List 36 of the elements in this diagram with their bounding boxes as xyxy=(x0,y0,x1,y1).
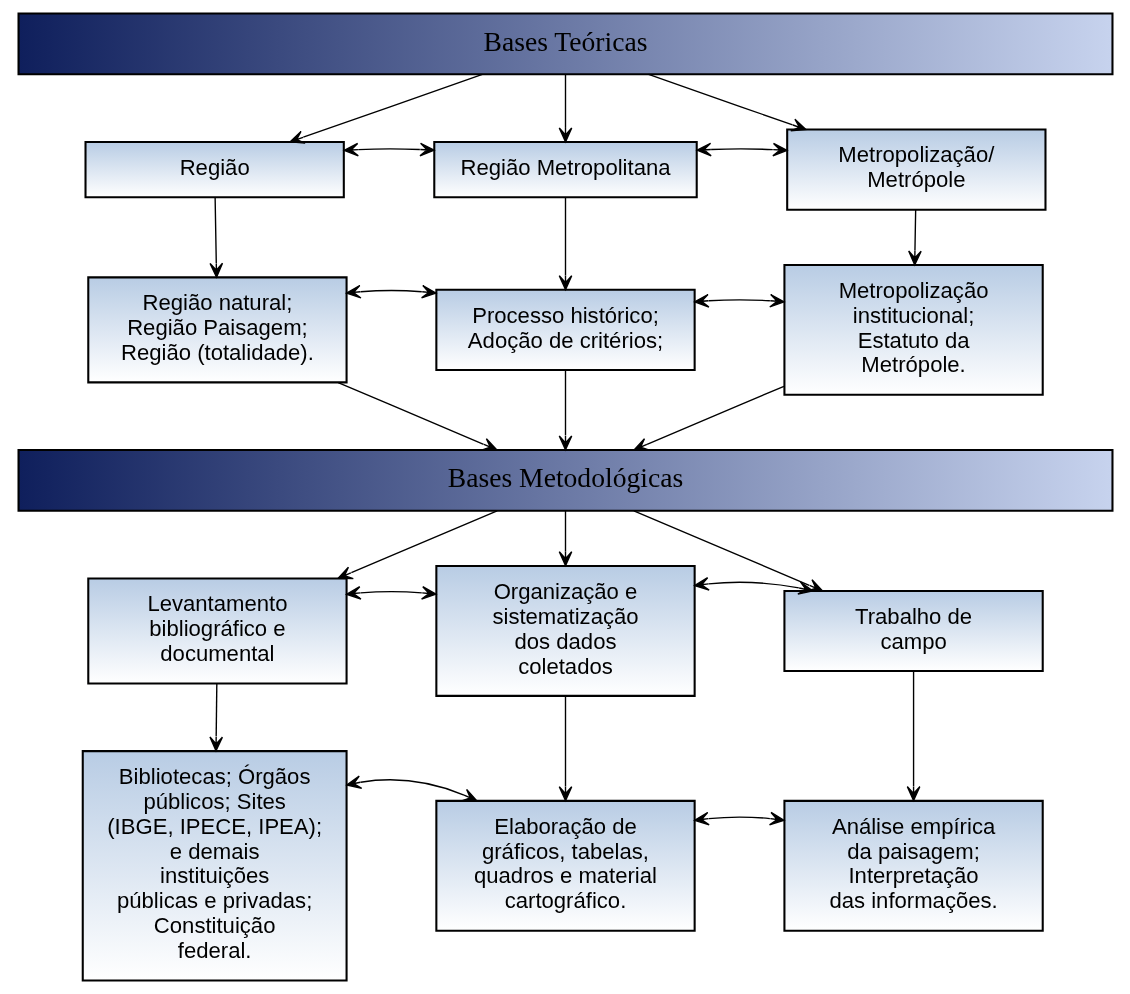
arrow xyxy=(693,811,785,826)
arrow xyxy=(558,695,572,802)
node-box: Levantamento bibliográfico e documental xyxy=(86,577,348,685)
node-box: Bases Metodológicas xyxy=(17,449,1113,512)
arrow xyxy=(337,381,497,451)
arrow xyxy=(907,209,922,266)
arrow xyxy=(558,369,572,451)
arrow xyxy=(208,196,223,278)
arrow xyxy=(345,775,477,802)
node-box: Metropolização institucional; Estatuto da Metrópole. xyxy=(782,263,1044,396)
arrow xyxy=(288,73,483,144)
arrow xyxy=(336,510,498,580)
node-box: Elaboração de gráficos, tabelas, quadros e material cartográfico. xyxy=(434,799,696,932)
arrow xyxy=(208,683,223,752)
arrow xyxy=(906,670,920,802)
node-box: Região Metropolitana xyxy=(432,141,698,199)
arrow xyxy=(633,385,785,451)
node-box: Região xyxy=(84,141,345,199)
arrow xyxy=(343,142,435,157)
node-box: Análise empírica da paisagem; Interpretação das informações. xyxy=(782,799,1044,932)
arrow xyxy=(693,293,785,308)
arrow xyxy=(558,73,572,143)
node-box: Bases Teóricas xyxy=(17,12,1113,76)
node-box: Organização e sistematização dos dados coletados xyxy=(434,565,696,697)
arrow xyxy=(647,73,807,132)
node-box: Bibliotecas; Órgãos públicos; Sites (IBGE, IPECE, IPEA); e demais instituições públicas e privadas; Constituição federal. xyxy=(81,750,348,982)
arrow xyxy=(345,585,437,600)
node-box: Trabalho de campo xyxy=(782,589,1044,673)
arrow xyxy=(345,284,437,299)
arrow xyxy=(558,510,572,567)
arrow xyxy=(693,577,813,595)
arrow xyxy=(695,142,788,157)
node-box: Processo histórico; Adoção de critérios; xyxy=(434,288,696,371)
node-box: Região natural; Região Paisagem; Região (totalidade). xyxy=(86,276,348,384)
node-box: Metropolização/ Metrópole xyxy=(785,128,1046,211)
arrow xyxy=(558,196,572,291)
